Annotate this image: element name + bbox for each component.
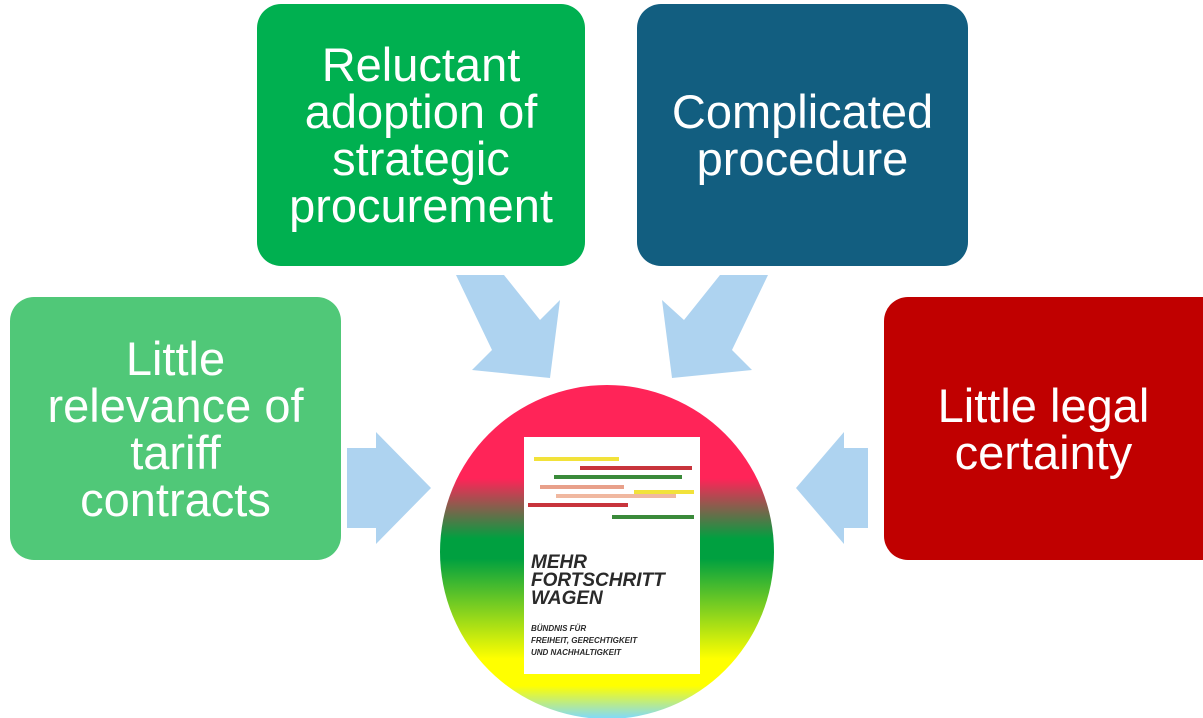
cover-stripe [580,466,692,470]
cover-stripe [556,494,676,498]
box-procedure-label: Complicated procedure [671,85,934,185]
box-little-relevance-tariff: Little relevance of tariff contracts [10,297,341,560]
cover-subtitle-line: BÜNDNIS FÜR [531,624,587,633]
cover-title-line: FORTSCHRITT [531,570,665,591]
cover-stripe [612,515,694,519]
box-reluctant-adoption: Reluctant adoption of strategic procurem… [257,4,585,266]
arrow-from-legal [796,432,868,544]
cover-title-line: MEHR [531,552,587,573]
cover-title-line: WAGEN [531,588,603,609]
arrow-from-procedure [662,275,768,378]
document-cover-image: MEHR FORTSCHRITT WAGEN BÜNDNIS FÜR FREIH… [524,437,700,674]
box-complicated-procedure: Complicated procedure [637,4,968,266]
box-legal-label: Little legal certainty [937,378,1150,479]
cover-subtitle-line: UND NACHHALTIGKEIT [531,648,622,657]
cover-stripe [634,490,694,494]
box-tariff-label: Little relevance of tariff contracts [47,331,304,526]
box-strategic-label: Reluctant adoption of strategic procurem… [289,38,553,232]
box-little-legal-certainty: Little legal certainty [884,297,1203,560]
cover-stripe [554,475,682,479]
cover-stripes [528,457,694,519]
cover-stripe [540,485,624,489]
arrow-from-strategic [456,275,560,378]
cover-stripe [534,457,619,461]
arrow-from-tariff [347,432,431,544]
cover-subtitle-line: FREIHEIT, GERECHTIGKEIT [531,636,638,645]
cover-stripe [528,503,628,507]
